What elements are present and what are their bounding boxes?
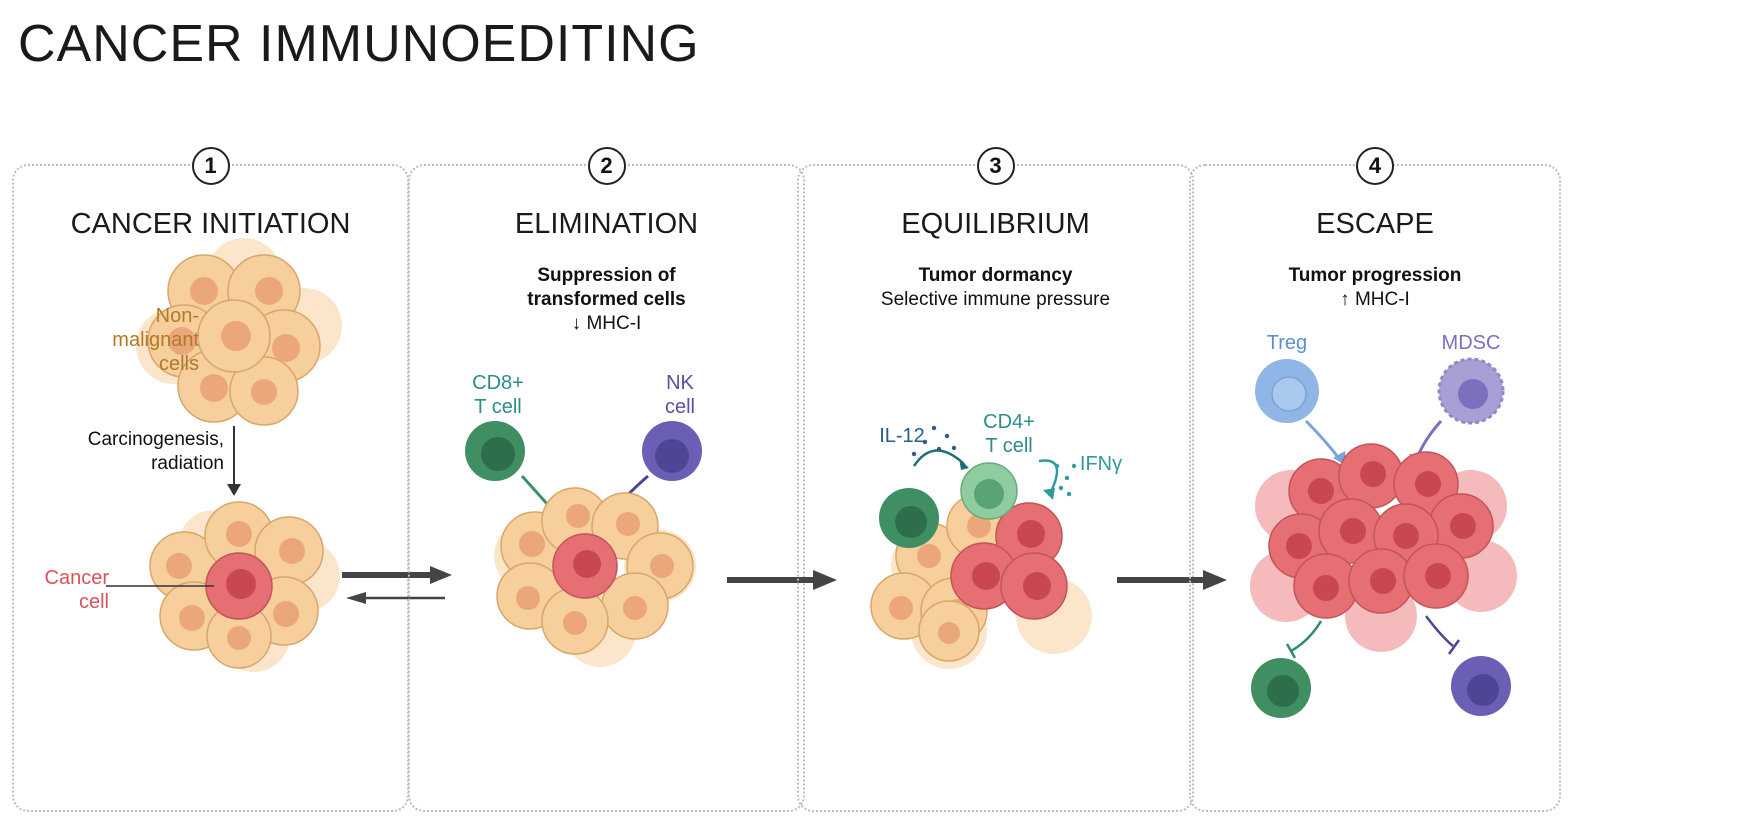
equilibrium-subtitle-line-2: Selective immune pressure: [880, 289, 1111, 310]
escape-subtitle: Tumor progression ↑ MHC-I: [1191, 264, 1559, 312]
label-nk-cell: NK cell: [664, 372, 695, 418]
escape-tumor-mass: [1250, 443, 1517, 652]
label-il12: IL-12: [879, 425, 925, 447]
cd8-t-cell: [465, 421, 525, 481]
escape-illustration: [1250, 357, 1517, 718]
step-number-3: 3: [976, 147, 1015, 185]
stage-title-equilibrium: EQUILIBRIUM: [901, 208, 1090, 240]
il12-dots: [911, 425, 957, 457]
initiation-illustration: [106, 238, 342, 672]
stage-title-escape: ESCAPE: [1316, 208, 1434, 240]
elimination-cell-cluster: [494, 487, 696, 667]
stage-title-elimination: ELIMINATION: [514, 208, 699, 240]
stage-title-initiation: CANCER INITIATION: [70, 208, 351, 240]
escape-subtitle-line-1: Tumor progression: [1288, 265, 1462, 286]
bidirectional-arrow: [342, 566, 452, 604]
ifng-dots: [1054, 463, 1077, 497]
equilibrium-cell-cluster: [870, 493, 1092, 669]
label-treg: Treg: [1266, 332, 1308, 354]
inhibited-cd8-t-cell: [1251, 658, 1311, 718]
label-mdsc: MDSC: [1441, 332, 1501, 354]
inhibited-nk-cell: [1451, 656, 1511, 716]
mdsc-cell: [1437, 357, 1505, 425]
cd4-t-cell: [960, 462, 1018, 520]
label-cancer-cell: Cancer cell: [44, 567, 109, 613]
escape-mhc: ↑ MHC-I: [1340, 289, 1410, 310]
label-non-malignant-cells: Non- malignant cells: [112, 305, 199, 375]
panel-elimination: 2 ELIMINATION Suppression of transformed…: [408, 147, 805, 812]
elimination-subtitle-line-2: transformed cells: [527, 289, 686, 310]
page-title: CANCER IMMUNOEDITING: [18, 15, 700, 73]
label-cd4-t-cell: CD4+ T cell: [983, 411, 1035, 457]
label-ifng: IFNγ: [1079, 453, 1123, 475]
cancer-cell-cluster: [149, 501, 340, 672]
step-number-2: 2: [587, 147, 626, 185]
cd8-t-cell-equilibrium: [879, 488, 939, 548]
step-number-1: 1: [191, 147, 230, 185]
equilibrium-subtitle-line-1: Tumor dormancy: [918, 265, 1073, 286]
panel-equilibrium: 3 EQUILIBRIUM Tumor dormancy Selective i…: [797, 147, 1194, 812]
step-number-4: 4: [1356, 147, 1394, 185]
treg-cell: [1255, 359, 1319, 423]
label-cd8-t-cell: CD8+ T cell: [472, 372, 524, 418]
non-malignant-cell-cluster: [136, 238, 342, 426]
elimination-subtitle-line-1: Suppression of: [537, 265, 676, 286]
elimination-subtitle: Suppression of transformed cells ↓ MHC-I: [410, 264, 803, 336]
equilibrium-illustration: [870, 425, 1092, 669]
elimination-illustration: [465, 421, 702, 667]
elimination-mhc: ↓ MHC-I: [571, 313, 642, 334]
label-carcinogenesis: Carcinogenesis, radiation: [87, 429, 224, 474]
equilibrium-subtitle: Tumor dormancy Selective immune pressure: [799, 264, 1192, 312]
panel-cancer-initiation: 1 CANCER INITIATION: [12, 147, 409, 812]
panel-escape: 4 ESCAPE Tumor progression ↑ MHC-I: [1189, 147, 1561, 812]
arrow-elimination-to-equilibrium: [727, 570, 837, 590]
nk-cell: [642, 421, 702, 481]
